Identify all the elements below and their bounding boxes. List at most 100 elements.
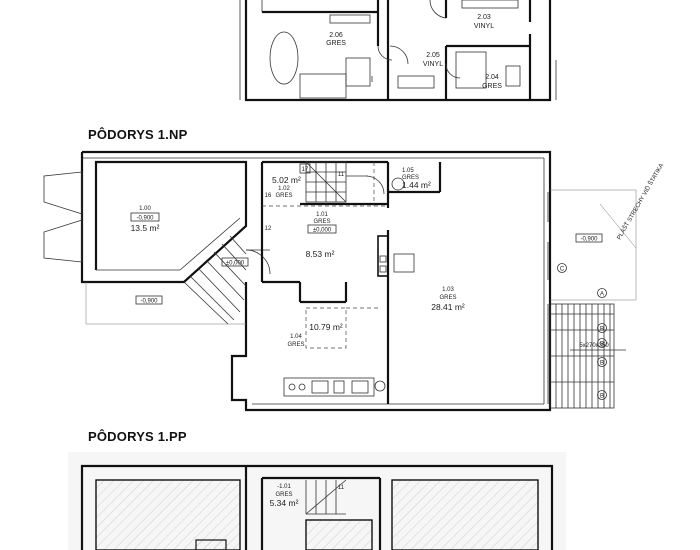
svg-text:B: B [600,342,604,348]
wardrobe-205 [397,75,435,89]
basement-foundation-block [195,539,227,550]
room-1-05-area: 1.44 m² [402,180,431,190]
basement-stair [305,479,347,515]
basement-foundation-block [95,479,241,550]
marker-b [597,323,607,333]
door-leaf-1-00 [43,171,83,215]
stair-count-17: 17 [302,167,309,173]
stair-count-16: 16 [265,193,272,199]
room-1-05-material: GRES [402,175,419,181]
external-stair [183,235,247,325]
room-1-01-level: ±0,000 [313,228,332,234]
terrace-outline-left [85,282,246,325]
room-m1-01-id: -1.01 [277,484,291,490]
basement-stair-count: 11 [338,485,345,491]
room-1-04-area: 10.79 m² [309,322,343,332]
kitchen-sink [311,380,329,394]
shower-204 [455,51,487,89]
stair-count-box [299,163,311,174]
room-1-01-area: 8.53 m² [306,249,335,259]
column-1-01 [377,235,389,277]
floor-2-plan: 2.06 GRES 2.03 VINYL 2.05 VINYL 2.04 GRE… [239,0,557,102]
room-1-00-walls [80,152,248,284]
kitchen-counter [283,377,375,397]
stair-dimension: 5x270x350 [579,343,609,349]
room-1-01-material: GRES [313,219,330,225]
floor-1-outer-wall [82,150,552,412]
room-m1-01-area: 5.34 m² [270,498,299,508]
room-1-00-area: 13.5 m² [131,223,160,233]
kitchen-fixture [374,380,386,392]
stair-count-11: 11 [338,172,345,178]
svg-text:C: C [560,267,565,273]
room-2-03-material: VINYL [474,23,494,30]
outside-level: -0,900 [140,299,158,305]
room-1-00-level-box [130,212,160,222]
marker-b [597,338,607,348]
bathtub-2 [269,31,299,85]
wc-fixture-1-05 [391,177,405,191]
terrace-level-box [575,233,603,243]
room-1-03-area: 28.41 m² [431,302,465,312]
room-2-06-id: 2.06 [329,32,343,39]
stair-level-box [221,257,249,267]
floor-plan-1np-heading: PÔDORYS 1.NP [88,127,188,142]
room-2-05-id: 2.05 [426,52,440,59]
door-swing-2-05 [389,45,409,65]
roof-annotation: PLÁŠŤ STRECHY VIĎ ŠTATIKA [615,162,665,241]
room-1-00-wall-line [179,217,241,271]
room-2-05-material: VINYL [423,61,443,68]
vanity-2 [299,73,347,99]
basement-foundation-block [391,479,539,550]
stair-count-12: 12 [265,226,272,232]
room-1-00-level: -0,900 [136,216,154,222]
floor-1-plan: PLÁŠŤ STRECHY VIĎ ŠTATIKA C A [43,150,665,412]
interior-stair [305,161,368,203]
room-2-04-material: GRES [482,83,502,90]
room-1-02-area: 5.02 m² [272,175,301,185]
dashed-guide-1-04 [305,307,347,349]
door-swing-2-03 [429,0,447,19]
marker-b [597,357,607,367]
basement-plan: 11 -1.01 GRES 5.34 m² [68,452,566,550]
hob-burner [288,383,296,391]
room-1-04-material: GRES [287,342,304,348]
floor-plan-1pp-heading: PÔDORYS 1.PP [88,429,187,444]
room-1-01-level-box [307,224,337,234]
room-1-04-id: 1.04 [290,334,302,340]
floor-2-outer-wall [244,0,552,102]
stair-level: ±0,000 [226,261,245,267]
column-detail [379,265,387,273]
kitchen-appliance [351,380,369,394]
sink-counter-2 [329,14,371,24]
svg-text:B: B [600,327,604,333]
room-1-02-material: GRES [275,193,292,199]
room-1-02-id: 1.02 [278,186,290,192]
room-1-00-id: 1.00 [139,206,151,212]
terrace-annotation-leader [599,203,637,249]
hob-burner [298,383,306,391]
room-m1-01-material: GRES [275,492,292,498]
room-2-03-id: 2.03 [477,14,491,21]
room-1-01-id: 1.01 [316,212,328,218]
right-external-stairs [549,303,626,409]
svg-text:B: B [600,361,604,367]
svg-text:B: B [600,394,604,400]
shower-2 [345,57,371,87]
section-markers: C A B B B B [557,263,607,400]
marker-a [597,288,607,298]
wardrobe-2 [461,0,519,9]
fixture-1-01 [393,253,415,273]
basement-foundation-block [305,519,373,550]
toilet-204 [505,65,521,87]
room-2-04-id: 2.04 [485,74,499,81]
room-1-05-id: 1.05 [402,168,414,174]
door-swing-2-04 [445,63,461,79]
room-2-06-material: GRES [326,40,346,47]
kitchen-appliance [333,380,345,394]
marker-b [597,390,607,400]
column-detail [379,255,387,263]
svg-text:A: A [600,292,604,298]
outside-level-box [135,295,163,305]
